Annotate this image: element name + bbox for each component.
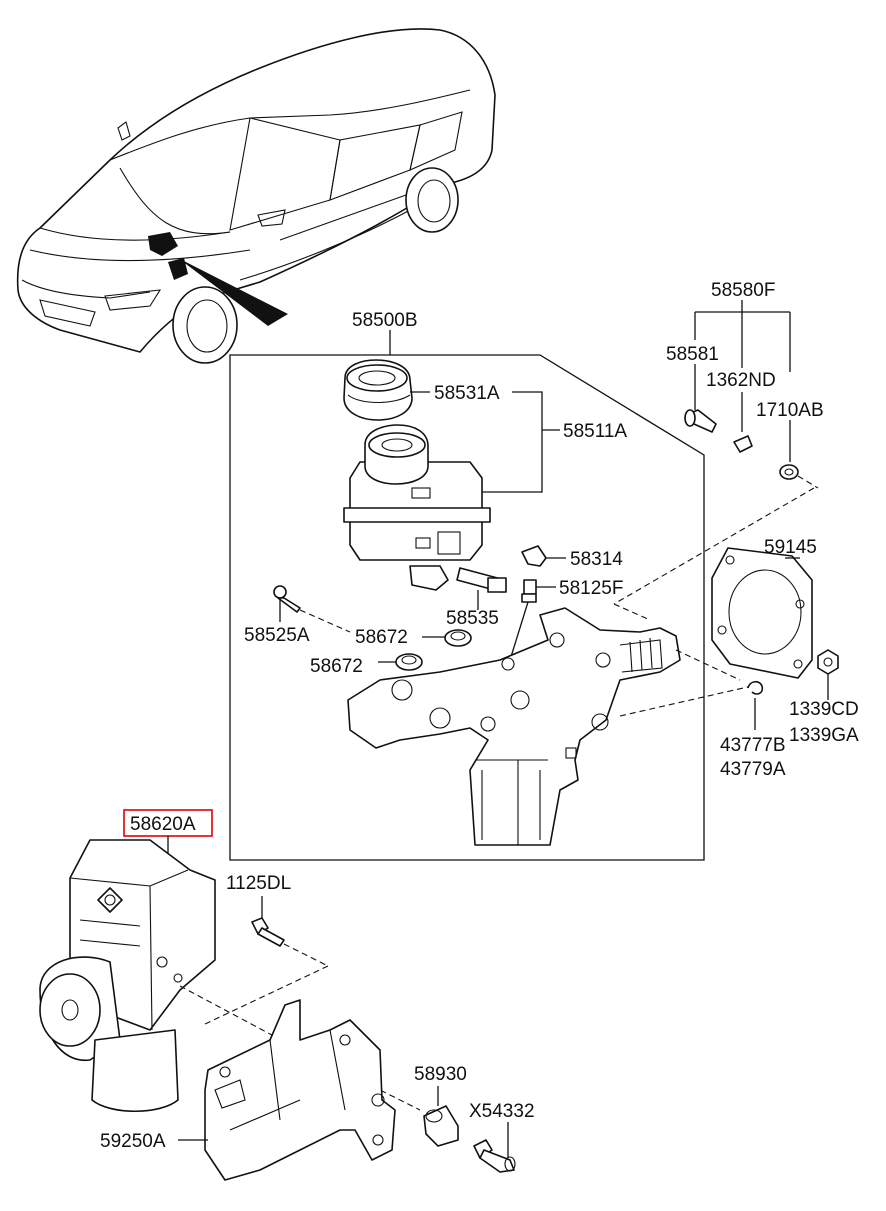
label-59145: 59145 xyxy=(764,537,817,558)
label-1125DL: 1125DL xyxy=(226,873,291,894)
grommet-lower xyxy=(395,653,423,671)
pin-X54332 xyxy=(473,1139,516,1173)
label-58672-upper: 58672 xyxy=(355,627,408,648)
label-58581: 58581 xyxy=(666,344,719,365)
master-cylinder xyxy=(347,607,681,846)
label-X54332: X54332 xyxy=(469,1101,535,1122)
label-58535: 58535 xyxy=(446,608,499,629)
label-58125F: 58125F xyxy=(559,578,623,599)
reservoir-hose xyxy=(456,567,507,593)
label-1710AB: 1710AB xyxy=(756,400,824,421)
label-58500B: 58500B xyxy=(352,310,418,331)
label-58525A: 58525A xyxy=(244,625,310,646)
label-58580F: 58580F xyxy=(711,280,775,301)
abs-module xyxy=(39,839,216,1113)
bolt-1125DL xyxy=(251,917,285,947)
pressure-sensor xyxy=(521,579,537,603)
bolt xyxy=(273,585,301,613)
reservoir xyxy=(343,424,491,591)
label-58531A: 58531A xyxy=(434,383,500,404)
abs-bracket xyxy=(204,999,396,1181)
label-58511A: 58511A xyxy=(563,421,627,442)
bushing-58581 xyxy=(684,409,717,433)
assembly-frame xyxy=(229,354,705,861)
label-1362ND: 1362ND xyxy=(706,370,776,391)
label-58930: 58930 xyxy=(414,1064,467,1085)
reservoir-cap xyxy=(343,359,413,421)
gasket xyxy=(711,547,813,679)
clip xyxy=(521,545,547,567)
grommet-upper xyxy=(444,629,472,647)
pin-1362ND xyxy=(733,435,753,453)
label-58620A: 58620A xyxy=(130,814,196,835)
label-58314: 58314 xyxy=(570,549,623,570)
label-59250A: 59250A xyxy=(100,1131,166,1152)
label-43779A: 43779A xyxy=(720,759,786,780)
label-1339CD: 1339CD xyxy=(789,699,859,720)
washer-1710AB xyxy=(779,464,799,480)
label-1339GA: 1339GA xyxy=(789,725,859,746)
clevis-clip xyxy=(747,680,764,695)
bushing-58930 xyxy=(423,1105,459,1147)
nut xyxy=(817,649,839,675)
car-illustration xyxy=(16,28,496,364)
label-58672-lower: 58672 xyxy=(310,656,363,677)
label-43777B: 43777B xyxy=(720,735,786,756)
